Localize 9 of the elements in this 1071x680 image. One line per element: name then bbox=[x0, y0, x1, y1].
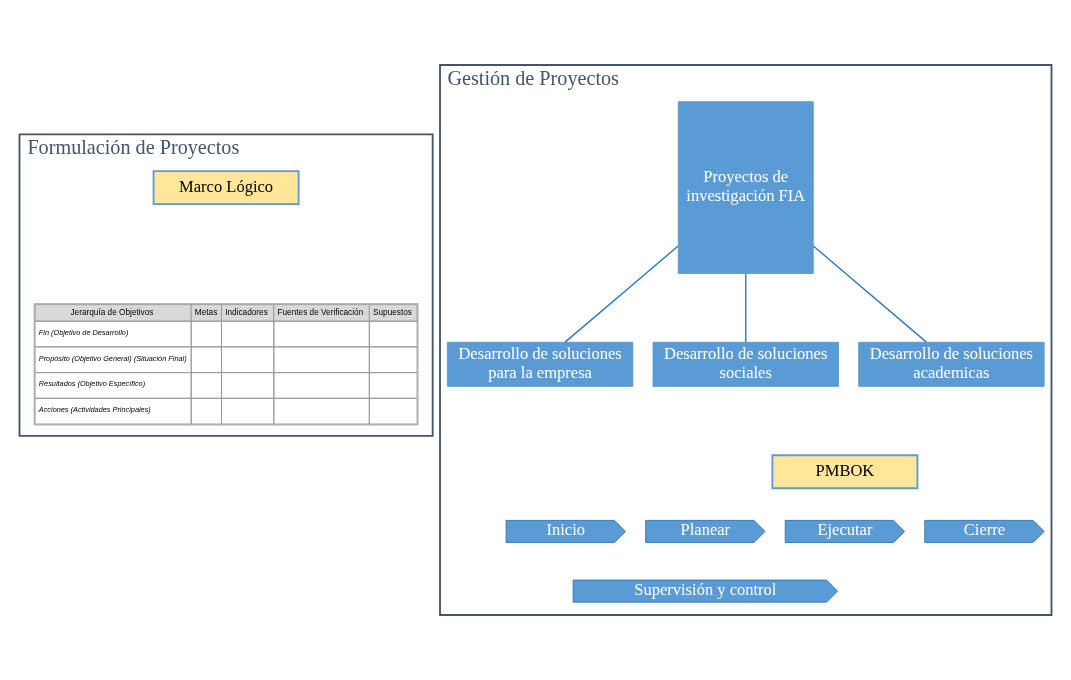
label: Jerarquía de Objetivos bbox=[70, 307, 154, 317]
label: Indicadores bbox=[225, 307, 268, 317]
label: Supuestos bbox=[372, 307, 412, 317]
label: Propósito (Objetivo General) (Situación Final) bbox=[38, 353, 187, 363]
label: Resultados (Objetivo Específico) bbox=[38, 379, 146, 389]
label: Fuentes de Verificación bbox=[277, 307, 364, 317]
label: Metas bbox=[194, 307, 218, 317]
label: Fin (Objetivo de Desarrollo) bbox=[38, 327, 129, 337]
label: Acciones (Actividades Principales) bbox=[38, 404, 151, 414]
